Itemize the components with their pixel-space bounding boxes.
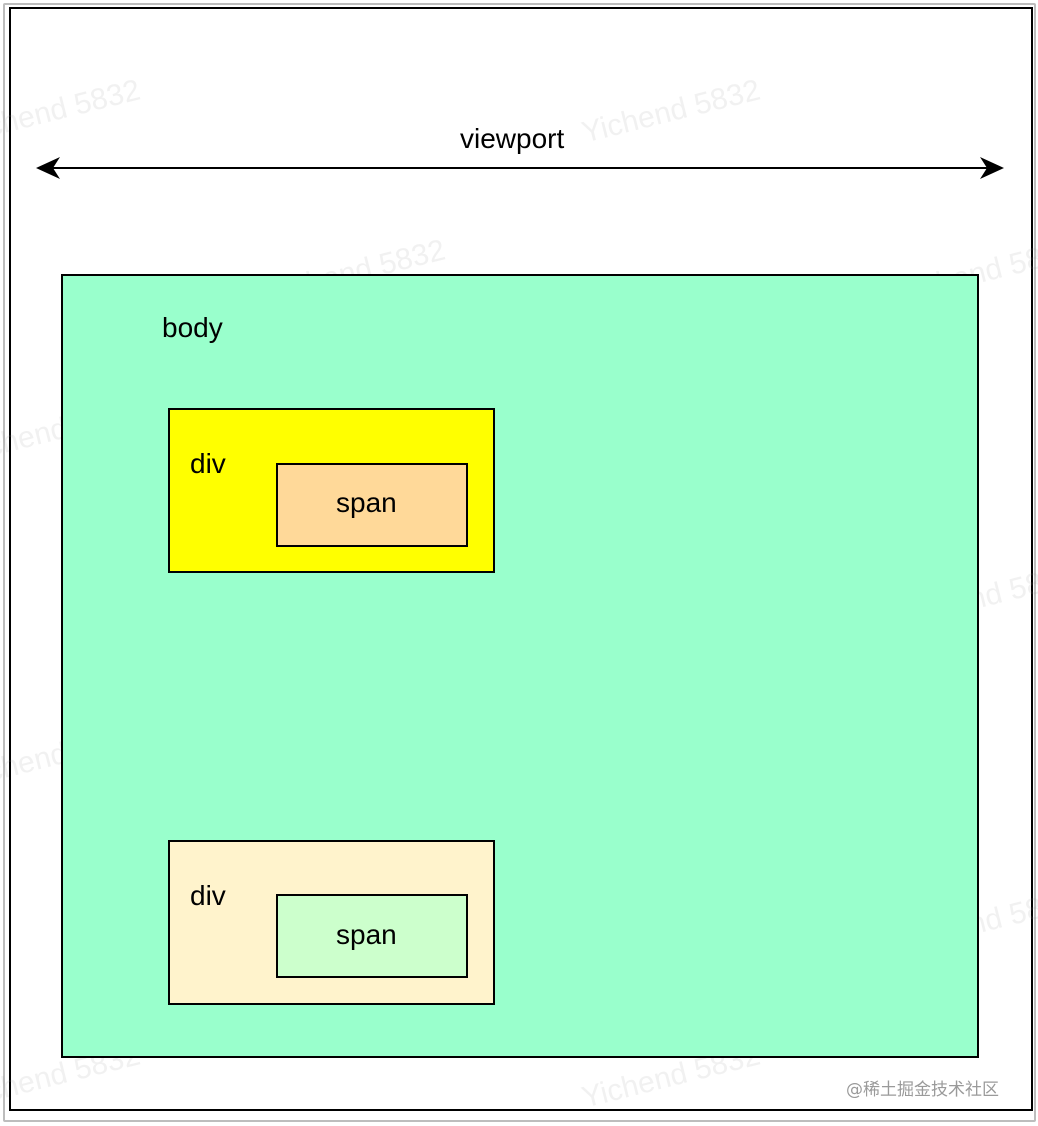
viewport-frame [9,7,1033,1111]
credit-text: @稀土掘金技术社区 [846,1080,999,1100]
span-top-box [276,463,468,547]
arrow-head-right-icon [980,157,1004,179]
viewport-label: viewport [460,123,565,154]
span-bottom-box [276,894,468,978]
div-top-label: div [190,448,226,479]
arrow-head-left-icon [36,157,60,179]
body-label: body [162,312,223,343]
span-bottom-label: span [336,919,397,950]
outer-frame [3,3,1036,1122]
span-top-label: span [336,487,397,518]
div-bottom-label: div [190,880,226,911]
